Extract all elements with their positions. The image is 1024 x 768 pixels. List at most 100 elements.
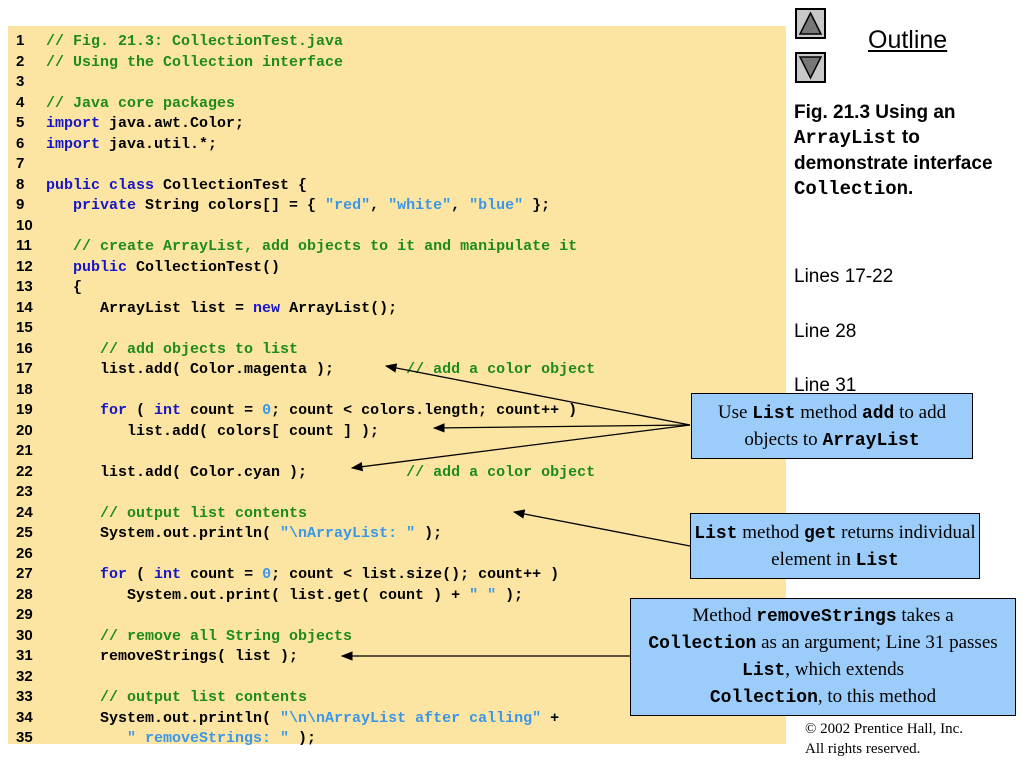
arrow-line-17	[384, 363, 691, 426]
code-comment: // remove all String objects	[100, 627, 353, 645]
callout-code: List	[694, 524, 738, 544]
code-literal: " "	[469, 586, 497, 604]
rights-line: All rights reserved.	[805, 741, 921, 757]
line-number: 33	[16, 688, 33, 705]
line-number: 1	[16, 32, 25, 49]
callout-code: List	[752, 404, 796, 424]
line-number: 15	[16, 319, 33, 336]
line-number: 24	[16, 503, 33, 521]
line-number: 9	[16, 196, 25, 213]
figure-caption-period: .	[908, 178, 914, 199]
code-text: System.out.println(	[46, 709, 281, 727]
code-text: java.awt.Color;	[100, 115, 245, 132]
code-text: ,	[451, 197, 470, 214]
callout-text: , which extends	[785, 659, 904, 680]
code-line: 34 System.out.println( "\n\nArrayList af…	[8, 708, 559, 728]
code-comment: // add a color object	[406, 361, 596, 378]
figure-caption-interface: Collection	[794, 178, 909, 200]
code-line: 27 for ( int count = 0; count < list.siz…	[8, 564, 559, 584]
code-line: 28 System.out.print( list.get( count ) +…	[8, 585, 523, 605]
code-literal: 0	[262, 566, 272, 583]
code-text: java.util.*;	[100, 135, 218, 153]
code-line: 17 list.add( Color.magenta ); // add a c…	[8, 359, 595, 379]
code-text: ArrayList list =	[46, 299, 254, 317]
code-text: System.out.print( list.get( count ) +	[46, 586, 470, 604]
line-number: 27	[16, 565, 33, 582]
outline-link[interactable]: Outline	[868, 26, 948, 54]
code-line: 29	[8, 605, 46, 625]
code-line: 4// Java core packages	[8, 93, 235, 113]
code-keyword: new	[253, 299, 281, 317]
figure-caption-prefix: Fig. 21.3 Using an	[794, 102, 956, 123]
line-number: 31	[16, 647, 33, 664]
code-text: System.out.println(	[46, 525, 281, 542]
line-number: 34	[16, 708, 33, 726]
callout-text: , to this method	[817, 686, 937, 707]
code-line: 5 import java.awt.Color;	[8, 113, 244, 133]
line-number: 14	[16, 298, 33, 316]
code-literal: " removeStrings: "	[127, 730, 290, 747]
code-text: String colors[] = {	[136, 197, 326, 214]
callout-text: method	[795, 402, 862, 423]
code-literal: "blue"	[469, 197, 524, 214]
code-text: {	[46, 279, 83, 296]
line-number: 10	[16, 216, 33, 234]
code-keyword: import	[46, 115, 101, 132]
code-text: CollectionTest {	[154, 176, 308, 194]
code-line: 35 " removeStrings: " );	[8, 728, 316, 748]
code-comment: // output list contents	[100, 504, 308, 522]
code-comment: // add a color object	[406, 463, 596, 481]
code-text: (	[127, 566, 155, 583]
line-number: 4	[16, 93, 25, 111]
figure-caption: Fig. 21.3 Using an ArrayList to demonstr…	[794, 100, 1014, 202]
line-number: 7	[16, 155, 25, 172]
code-keyword: private	[73, 197, 137, 214]
figure-caption-class: ArrayList	[794, 127, 897, 149]
code-text: list.add( colors[ count ] );	[46, 422, 380, 440]
code-comment: // Fig. 21.3: CollectionTest.java	[46, 33, 344, 50]
callout-code: List	[855, 551, 899, 571]
callout-list-get: List method get returns individual eleme…	[690, 513, 980, 579]
callout-code: removeStrings	[756, 607, 897, 627]
line-number: 30	[16, 626, 33, 644]
copyright-line: © 2002 Prentice Hall, Inc.	[805, 721, 964, 737]
callout-code: Collection	[648, 634, 757, 654]
code-text: removeStrings( list );	[46, 648, 299, 665]
line-number: 25	[16, 524, 33, 541]
code-text: ; count < list.size(); count++ )	[271, 566, 560, 583]
code-keyword: public class	[46, 176, 155, 194]
line-number: 3	[16, 73, 25, 90]
previous-slide-button[interactable]	[795, 8, 826, 39]
code-line: 1 // Fig. 21.3: CollectionTest.java	[8, 31, 343, 51]
callout-text: Method	[692, 605, 757, 626]
code-comment: // Using the Collection interface	[46, 53, 344, 71]
line-number: 20	[16, 421, 33, 439]
triangle-down-icon	[798, 56, 823, 80]
code-line: 22 list.add( Color.cyan ); // add a colo…	[8, 462, 595, 482]
code-keyword: import	[46, 135, 101, 153]
code-text: count =	[181, 402, 263, 419]
code-literal: 0	[262, 402, 272, 419]
code-line: 33 // output list contents	[8, 687, 307, 707]
code-keyword: int	[154, 402, 182, 419]
code-line: 2 // Using the Collection interface	[8, 52, 343, 72]
triangle-up-icon	[798, 11, 823, 35]
code-literal: "\n\nArrayList after calling"	[280, 709, 542, 727]
code-text: ,	[370, 197, 389, 214]
arrow-line-28	[512, 509, 691, 547]
code-literal: "\nArrayList: "	[280, 525, 416, 542]
line-ref-31: Line 31	[794, 375, 857, 396]
line-number: 23	[16, 483, 33, 500]
code-text: +	[541, 709, 560, 727]
callout-text: to add objects to	[744, 402, 947, 450]
code-line: 12 public CollectionTest()	[8, 257, 280, 277]
code-text: list.add( Color.magenta );	[46, 361, 407, 378]
line-number: 2	[16, 52, 25, 70]
line-number: 5	[16, 114, 25, 131]
next-slide-button[interactable]	[795, 52, 826, 83]
code-line: 31 removeStrings( list );	[8, 646, 298, 666]
callout-remove-strings: Method removeStrings takes a Collection …	[630, 598, 1016, 716]
line-number: 22	[16, 462, 33, 480]
